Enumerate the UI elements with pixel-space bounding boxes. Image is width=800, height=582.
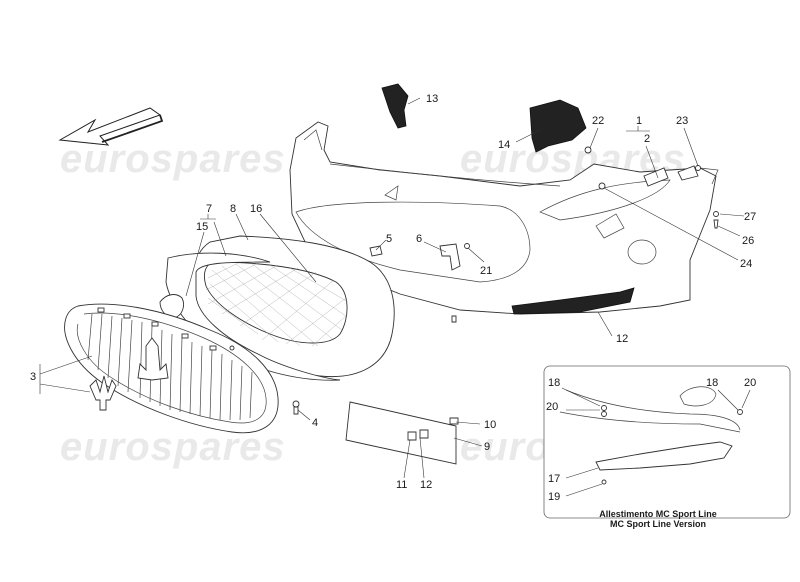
callout-11: 11 [396,479,407,491]
callout-21: 16 [250,203,262,215]
callout-14: 13 [426,93,438,105]
callout-9: 9 [484,441,490,453]
callout-15: 14 [498,139,510,151]
part-9-plate-holder [345,401,459,465]
direction-arrow-icon [58,107,164,146]
callout-13: 12 [616,333,628,345]
grille-clips [97,307,217,351]
callout-27: 27 [744,211,756,223]
callout-7: 7 [206,203,212,215]
part-4-fastener [229,345,300,415]
part-15-bracket [529,99,587,153]
callout-26: 26 [742,235,754,247]
inset-callout-18-right: 18 [706,377,718,389]
callout-4: 4 [312,417,318,429]
callout-25: 24 [740,258,752,270]
callout-23: 22 [592,115,604,127]
callout-6: 6 [416,233,422,245]
callout-5: 5 [386,233,392,245]
callout-1: 1 [636,115,642,127]
inset-sport-line: Allestimento MC Sport Line MC Sport Line… [543,365,791,529]
callout-labels: 13 14 22 1 2 23 27 26 24 12 5 6 21 7 15 … [30,93,756,503]
callout-22: 21 [480,265,492,277]
inset-caption-line2: MC Sport Line Version [610,519,706,529]
part-14-deflector [381,83,409,129]
inset-callout-17: 17 [548,473,560,485]
inset-caption-line1: Allestimento MC Sport Line [599,509,717,519]
part-13-lower-lip [511,287,635,315]
callout-12: 12 [420,479,432,491]
part-3-front-grille [64,303,279,434]
inset-callout-20-right: 20 [744,377,756,389]
callout-24: 23 [676,115,688,127]
mesh-pattern [205,262,349,347]
callout-8: 8 [230,203,236,215]
callout-16: 15 [196,221,208,233]
bumper-fasteners [369,146,719,323]
inset-callout-18-left: 18 [548,377,560,389]
inset-callout-19: 19 [548,491,560,503]
callout-3: 3 [30,371,36,383]
callout-10: 10 [484,419,496,431]
grille-bars [87,313,253,421]
callout-2: 2 [644,133,650,145]
leader-lines [39,97,751,497]
trident-emblem-icon [89,337,169,411]
inset-callout-20-left: 20 [546,401,558,413]
